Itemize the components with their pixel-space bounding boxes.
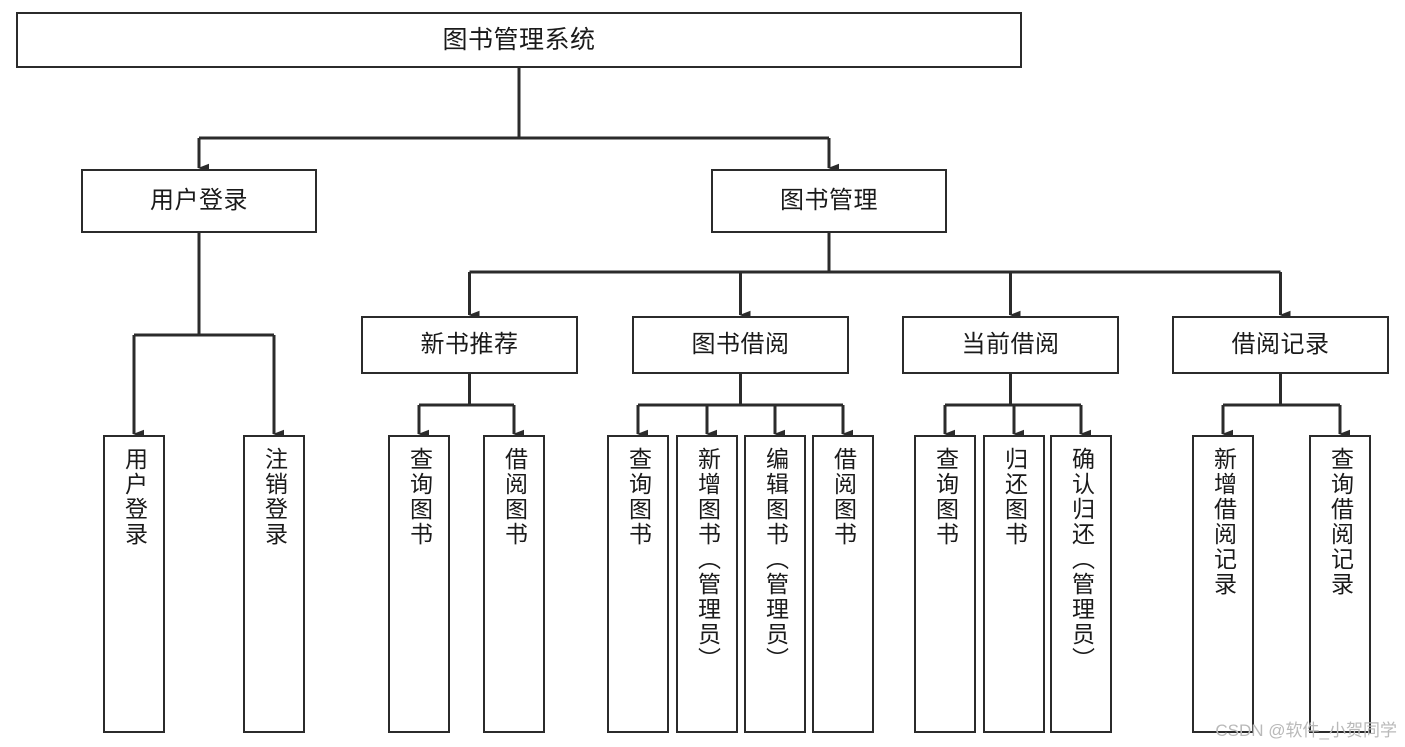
leaf-borrow-book[interactable]: 借阅图书 bbox=[812, 435, 874, 733]
leaf-query-book-current[interactable]: 查询图书 bbox=[914, 435, 976, 733]
node-new-book-recommendation-label: 新书推荐 bbox=[420, 330, 519, 358]
leaf-return-book[interactable]: 归还图书 bbox=[983, 435, 1045, 733]
leaf-borrow-book-label: 借阅图书 bbox=[830, 447, 857, 547]
node-current-borrow[interactable]: 当前借阅 bbox=[902, 316, 1119, 374]
node-current-borrow-label: 当前借阅 bbox=[961, 330, 1060, 358]
node-new-book-recommendation[interactable]: 新书推荐 bbox=[361, 316, 578, 374]
leaf-edit-book[interactable]: 编辑图书（管理员） bbox=[744, 435, 806, 733]
node-book-borrow[interactable]: 图书借阅 bbox=[632, 316, 849, 374]
leaf-add-borrow-record-label: 新增借阅记录 bbox=[1210, 447, 1237, 597]
node-book-management-label: 图书管理 bbox=[780, 186, 878, 214]
leaf-confirm-return-label: 确认归还（管理员） bbox=[1068, 447, 1095, 672]
leaf-query-book-recommendation-label: 查询图书 bbox=[406, 447, 433, 547]
watermark: CSDN @软件_小贺同学 bbox=[1215, 721, 1397, 740]
leaf-user-login[interactable]: 用户登录 bbox=[103, 435, 165, 733]
leaf-return-book-label: 归还图书 bbox=[1001, 447, 1028, 547]
leaf-query-borrow-record[interactable]: 查询借阅记录 bbox=[1309, 435, 1371, 733]
leaf-query-book-borrow[interactable]: 查询图书 bbox=[607, 435, 669, 733]
leaf-confirm-return[interactable]: 确认归还（管理员） bbox=[1050, 435, 1112, 733]
leaf-logout[interactable]: 注销登录 bbox=[243, 435, 305, 733]
leaf-query-borrow-record-label: 查询借阅记录 bbox=[1327, 447, 1354, 597]
leaf-query-book-current-label: 查询图书 bbox=[932, 447, 959, 547]
leaf-query-book-recommendation[interactable]: 查询图书 bbox=[388, 435, 450, 733]
leaf-borrow-book-recommendation-label: 借阅图书 bbox=[501, 447, 528, 547]
leaf-add-book[interactable]: 新增图书（管理员） bbox=[676, 435, 738, 733]
node-user-login-label: 用户登录 bbox=[150, 186, 248, 214]
leaf-logout-label: 注销登录 bbox=[261, 447, 288, 547]
node-borrow-record[interactable]: 借阅记录 bbox=[1172, 316, 1389, 374]
node-borrow-record-label: 借阅记录 bbox=[1231, 330, 1330, 358]
node-root-label: 图书管理系统 bbox=[442, 26, 596, 54]
leaf-edit-book-label: 编辑图书（管理员） bbox=[762, 447, 789, 672]
leaf-query-book-borrow-label: 查询图书 bbox=[625, 447, 652, 547]
node-book-borrow-label: 图书借阅 bbox=[691, 330, 790, 358]
leaf-user-login-label: 用户登录 bbox=[121, 447, 148, 547]
leaf-add-borrow-record[interactable]: 新增借阅记录 bbox=[1192, 435, 1254, 733]
leaf-add-book-label: 新增图书（管理员） bbox=[694, 447, 721, 672]
node-root[interactable]: 图书管理系统 bbox=[16, 12, 1022, 68]
leaf-borrow-book-recommendation[interactable]: 借阅图书 bbox=[483, 435, 545, 733]
node-book-management[interactable]: 图书管理 bbox=[711, 169, 947, 233]
node-user-login[interactable]: 用户登录 bbox=[81, 169, 317, 233]
